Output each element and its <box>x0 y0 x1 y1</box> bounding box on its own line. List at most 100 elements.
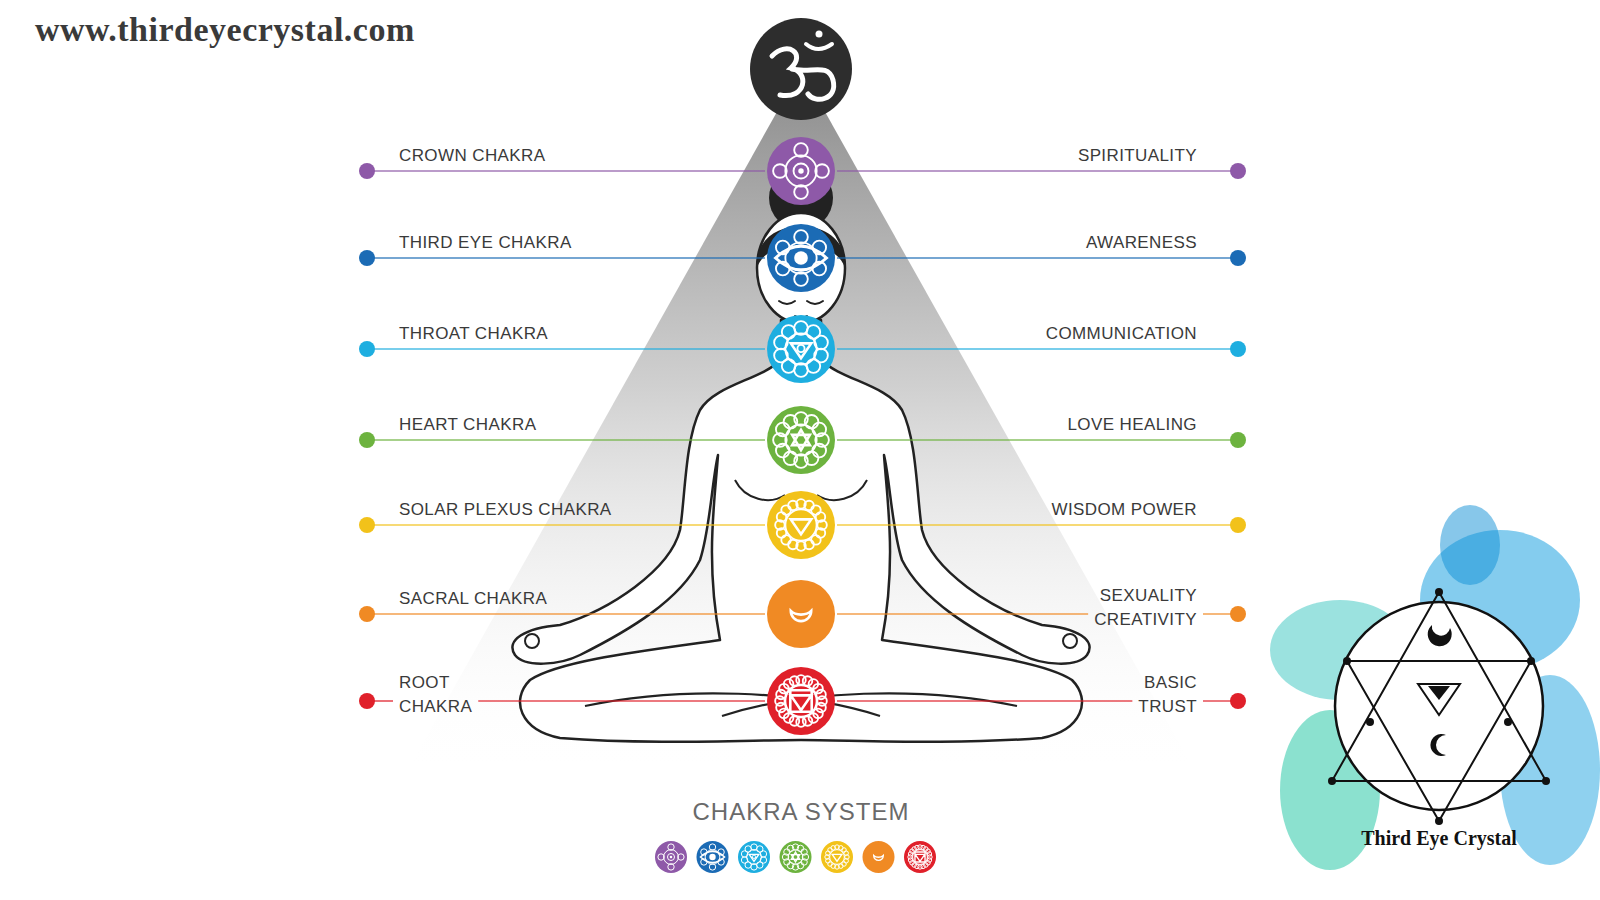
chakra-disc <box>767 667 835 735</box>
watermark: www.thirdeyecrystal.com <box>35 10 415 50</box>
leader-dot <box>1230 693 1246 709</box>
lotus-petal <box>805 415 819 429</box>
chakra-disc <box>767 224 835 292</box>
leader-dot <box>1230 341 1246 357</box>
chakra-disc <box>767 580 835 648</box>
lotus-ring <box>785 685 816 716</box>
chakra-quality: AWARENESS <box>1086 233 1197 253</box>
chakra-symbol <box>832 854 842 861</box>
leader-dot <box>359 606 375 622</box>
chakra-quality: LOVE HEALING <box>1067 415 1197 435</box>
leader-dot <box>1230 432 1246 448</box>
logo-dots <box>1328 588 1550 825</box>
logo-triangle <box>1332 592 1546 781</box>
leader-dot <box>359 341 375 357</box>
chakra-name: SACRAL CHAKRA <box>399 589 547 609</box>
splash <box>1440 505 1500 585</box>
third-eye-shape <box>701 851 725 862</box>
chakra-symbol <box>749 854 759 861</box>
leader-line <box>837 700 1132 702</box>
lotus-petal <box>831 846 835 850</box>
chakra-symbol <box>791 852 799 862</box>
chakra-emblem <box>738 841 770 873</box>
leader-dot <box>359 693 375 709</box>
chakra-disc <box>863 841 895 873</box>
chakra-quality: WISDOM POWER <box>1051 500 1197 520</box>
throat-circle <box>797 345 804 352</box>
leader-line <box>367 170 765 172</box>
leader-dot <box>359 163 375 179</box>
chakra-quality: SEXUALITY CREATIVITY <box>1094 584 1197 632</box>
chakra-quality: COMMUNICATION <box>1046 324 1197 344</box>
leader-dot <box>1230 517 1246 533</box>
chakra-disc <box>767 406 835 474</box>
om-symbol <box>750 18 852 120</box>
chakra-disc <box>697 841 729 873</box>
lotus-petal <box>784 451 798 465</box>
logo-triangle <box>1347 661 1531 821</box>
chakra-name: ROOT CHAKRA <box>399 671 472 719</box>
leader-line <box>367 257 765 259</box>
chakra-symbol <box>792 430 810 450</box>
chakra-quality: SPIRITUALITY <box>1078 146 1197 166</box>
leader-dot <box>359 250 375 266</box>
chakra-disc <box>767 315 835 383</box>
chakra-emblem <box>863 841 895 873</box>
chakra-symbol <box>791 343 811 358</box>
leader-line <box>367 348 765 350</box>
chakra-disc <box>780 841 812 873</box>
leader-dot <box>359 517 375 533</box>
leader-line <box>478 700 765 702</box>
lotus-petal <box>804 501 814 511</box>
crown-dot <box>670 856 673 859</box>
crown-core <box>667 853 674 860</box>
lotus-petal <box>777 512 787 522</box>
lotus-petal <box>915 845 919 849</box>
chakra-disc <box>655 841 687 873</box>
chakra-disc <box>904 841 936 873</box>
logo-inner-triangle <box>1418 684 1460 715</box>
logo-inner-mark <box>1428 686 1450 700</box>
lotus-ring <box>785 509 816 540</box>
chakra-disc <box>821 841 853 873</box>
chakra-symbol <box>791 611 811 621</box>
chakra-emblem <box>821 841 853 873</box>
crown-core <box>794 164 809 179</box>
chakra-symbol <box>874 856 884 861</box>
chakra-emblem <box>767 137 835 205</box>
chakra-emblem <box>904 841 936 873</box>
leader-line <box>837 170 1238 172</box>
leader-line <box>837 524 1238 526</box>
leader-dot <box>1230 163 1246 179</box>
chakra-emblem <box>767 224 835 292</box>
leader-line <box>837 348 1238 350</box>
chakra-disc <box>767 491 835 559</box>
lotus-petal <box>788 540 798 550</box>
lotus-petal <box>782 325 796 339</box>
chakra-emblems <box>655 137 936 873</box>
chakra-name: SOLAR PLEXUS CHAKRA <box>399 500 612 520</box>
om-crescent <box>806 44 832 49</box>
caption-text: CHAKRA SYSTEM <box>692 798 909 826</box>
logo-moon <box>1430 734 1446 756</box>
chakra-emblem <box>767 580 835 648</box>
lotus-ring <box>747 850 762 865</box>
lotus-ring <box>664 850 679 865</box>
lotus-ring <box>788 850 803 865</box>
lotus-ring <box>830 850 845 865</box>
chakra-emblem <box>767 315 835 383</box>
lotus-petal <box>745 846 751 852</box>
lotus-petal <box>788 501 798 511</box>
chakra-emblem <box>697 841 729 873</box>
logo-text: Third Eye Crystal <box>1361 826 1517 850</box>
chakra-name: HEART CHAKRA <box>399 415 536 435</box>
leader-line <box>367 613 765 615</box>
logo-circle <box>1335 602 1543 810</box>
lotus-ring <box>785 333 816 364</box>
logo-moon <box>1428 625 1452 646</box>
chakra-symbol <box>915 852 925 862</box>
leader-line <box>367 439 765 441</box>
